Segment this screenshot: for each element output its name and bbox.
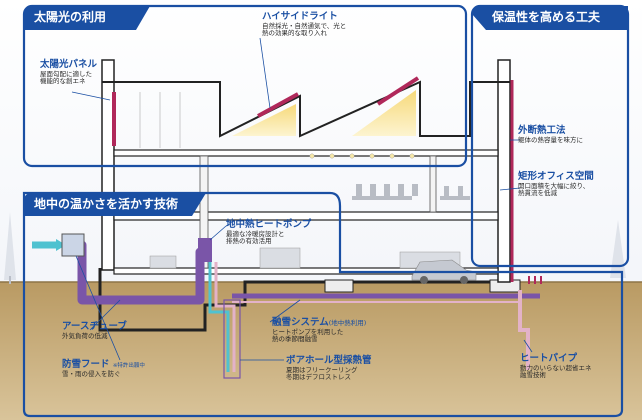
label-geo-heat-pump-desc-2: 排熱の有効活用 bbox=[226, 237, 272, 246]
label-rect-office-title: 矩形オフィス空間 bbox=[518, 171, 594, 182]
label-borehole-desc-2: 冬期はデフロストレス bbox=[286, 373, 351, 382]
solar-panel-roof-2 bbox=[376, 76, 420, 106]
label-heat-pipe-title: ヒートパイプ bbox=[520, 353, 578, 364]
label-solar-panel-title: 太陽光パネル bbox=[40, 59, 98, 70]
label-earth-tube: アースチューブ 外気負荷の低減 bbox=[62, 321, 127, 340]
label-rect-office: 矩形オフィス空間 開口面積を大幅に絞り、 熱貫流を低減 bbox=[518, 171, 594, 198]
label-snow-hood-title-sub: ※特許出願中 bbox=[112, 363, 145, 369]
label-borehole-desc-1: 夏期はフリークーリング bbox=[286, 365, 358, 374]
tab-ground bbox=[24, 193, 206, 216]
label-geo-heat-pump-desc-1: 最適な冷暖房設計と bbox=[226, 229, 285, 238]
label-solar-panel-desc-2: 機能的な創エネ bbox=[40, 77, 86, 86]
label-high-side-light-desc-1: 自然採光・自然通気で、光と bbox=[262, 21, 347, 30]
tab-solar bbox=[24, 6, 150, 30]
label-snow-system: 融雪システム(地中熱利用) ヒートポンプを利用した 熱の季節間融雪 bbox=[272, 317, 367, 344]
solar-panel-roof-1 bbox=[257, 92, 299, 118]
label-external-insulation-desc-1: 躯体の熱容量を味方に bbox=[518, 135, 583, 144]
label-snow-system-title-sub: (地中熱利用) bbox=[328, 319, 367, 327]
borehole-pipe-cold bbox=[208, 262, 230, 372]
label-snow-system-title: 融雪システム(地中熱利用) bbox=[272, 317, 367, 328]
footing-mid bbox=[324, 279, 354, 293]
label-external-insulation-title: 外断熱工法 bbox=[518, 125, 566, 136]
panel-title-solar: 太陽光の利用 bbox=[34, 10, 107, 24]
tree-left bbox=[4, 212, 16, 284]
label-earth-tube-desc-1: 外気負荷の低減 bbox=[62, 331, 108, 340]
label-borehole-title: ボアホール型採熱管 bbox=[286, 355, 372, 366]
label-solar-panel: 太陽光パネル 屋面勾配に適した 機能的な創エネ bbox=[40, 59, 98, 86]
heat-pipe-heat-arrows bbox=[528, 276, 542, 284]
label-high-side-light-title: ハイサイドライト bbox=[262, 11, 338, 22]
label-solar-panel-desc-1: 屋面勾配に適した bbox=[40, 69, 92, 78]
panel-title-ground: 地中の温かさを活かす技術 bbox=[34, 197, 179, 211]
label-snow-hood-title: 防雪フード ※特許出願中 bbox=[62, 359, 145, 370]
label-borehole: ボアホール型採熱管 夏期はフリークーリング 冬期はデフロストレス bbox=[286, 355, 372, 382]
label-snow-system-desc-1: ヒートポンプを利用した bbox=[272, 327, 344, 336]
tab-insulation bbox=[472, 6, 628, 30]
label-heat-pipe: ヒートパイプ 動力のいらない超省エネ 融雪技術 bbox=[520, 353, 592, 380]
borehole-shaft bbox=[223, 299, 241, 379]
label-heat-pipe-desc-1: 動力のいらない超省エネ bbox=[520, 363, 592, 372]
label-rect-office-desc-1: 開口面積を大幅に絞り、 bbox=[518, 181, 590, 190]
tree-right bbox=[610, 220, 626, 278]
leader-lines bbox=[71, 37, 533, 361]
label-high-side-light-desc-2: 熱の効果的な取り入れ bbox=[262, 29, 327, 38]
snow-hood bbox=[61, 233, 85, 257]
label-earth-tube-title: アースチューブ bbox=[62, 321, 127, 332]
label-geo-heat-pump: 地中熱ヒートポンプ 最適な冷暖房設計と 排熱の有効活用 bbox=[226, 219, 312, 246]
car bbox=[411, 259, 477, 284]
label-heat-pipe-desc-2: 融雪技術 bbox=[520, 371, 546, 380]
heat-pump-unit bbox=[198, 238, 212, 262]
foundation-outline bbox=[98, 268, 520, 332]
label-snow-system-desc-2: 熱の季節間融雪 bbox=[272, 335, 318, 344]
label-geo-heat-pump-title: 地中熱ヒートポンプ bbox=[226, 219, 312, 230]
label-snow-hood-desc-1: 雪・雨の侵入を防ぐ bbox=[62, 369, 121, 378]
panel-title-insulation: 保温性を高める工夫 bbox=[492, 10, 601, 24]
label-external-insulation: 外断熱工法 躯体の熱容量を味方に bbox=[518, 125, 583, 144]
ground-soil bbox=[0, 282, 642, 420]
label-rect-office-desc-2: 熱貫流を低減 bbox=[518, 189, 557, 198]
heat-pipe bbox=[518, 290, 530, 370]
label-high-side-light: ハイサイドライト 自然採光・自然通気で、光と 熱の効果的な取り入れ bbox=[262, 11, 347, 38]
label-snow-hood: 防雪フード ※特許出願中 雪・雨の侵入を防ぐ bbox=[62, 359, 145, 378]
air-intake-arrowhead bbox=[56, 239, 66, 251]
borehole-pipe-warm bbox=[214, 262, 236, 372]
